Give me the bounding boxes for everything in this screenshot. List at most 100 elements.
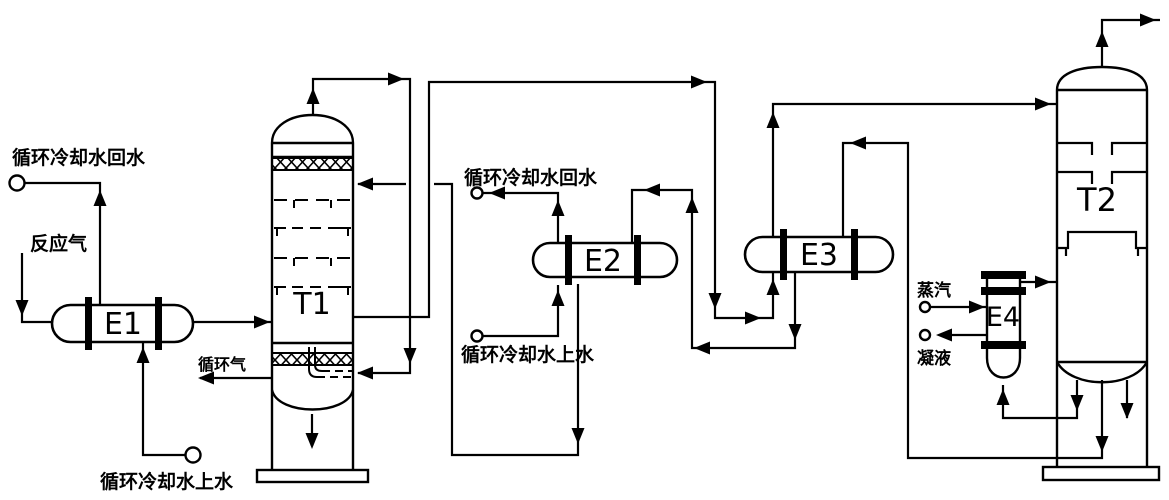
arrow-up-e2-cws xyxy=(551,290,565,306)
arrow-down-t2-sump-right xyxy=(1120,403,1134,419)
e2-baffle-right xyxy=(634,235,641,285)
arrow-up-t2-top xyxy=(1095,31,1109,47)
arrow-left-into-t1-bottom xyxy=(357,366,373,380)
arrowheads xyxy=(15,13,1156,452)
arrow-right-e3-cold-in xyxy=(745,311,761,325)
terminal-condensate xyxy=(918,328,932,342)
label-e2-cooling-water-supply: 循环冷却水上水 xyxy=(461,343,595,366)
pipe-t2-overhead-out xyxy=(1100,18,1160,68)
pipe-e2-cooling-water-supply xyxy=(483,285,560,338)
arrow-down-t2-bottoms xyxy=(1095,436,1109,452)
pipe-e3-cold-out-to-t2 xyxy=(771,102,1057,237)
label-e1-cooling-water-supply: 循环冷却水上水 xyxy=(100,470,234,493)
t2-dome-top xyxy=(1055,65,1149,91)
pipe-t1-overhead-recycle xyxy=(311,77,412,375)
arrow-right-t2-feed xyxy=(1035,97,1051,111)
arrow-down-t2-sump-left xyxy=(1070,395,1084,411)
t2-tray-2 xyxy=(1057,170,1147,184)
label-e2-cooling-water-return: 循环冷却水回水 xyxy=(464,166,598,189)
label-t2: T2 xyxy=(1076,181,1117,219)
t2-chimney-tray xyxy=(1057,230,1147,256)
pipes xyxy=(20,18,1160,460)
pipe-t1-to-e3-cold-in xyxy=(353,80,775,320)
arrow-right-t2-overhead xyxy=(1140,13,1156,27)
arrow-up-e3-cold-in xyxy=(766,279,780,295)
label-e1: E1 xyxy=(104,307,142,342)
arrow-down-t1-loop xyxy=(403,348,417,364)
e2-baffle-left xyxy=(565,235,572,285)
pipe-t2-bottoms-to-e3-hot-in xyxy=(841,141,1104,460)
e1-baffle-right xyxy=(155,297,162,350)
tower-t2 xyxy=(1041,65,1161,482)
label-reaction-gas: 反应气 xyxy=(30,232,87,255)
tower-t1 xyxy=(255,113,370,484)
terminals xyxy=(8,174,932,464)
arrow-left-e3-hot-out xyxy=(694,341,710,355)
label-e1-cooling-water-return: 循环冷却水回水 xyxy=(12,146,146,169)
pipe-e1-cooling-water-return xyxy=(24,181,102,305)
label-e4: E4 xyxy=(986,302,1020,333)
pipe-e2-hot-out-to-t1-a xyxy=(434,182,580,457)
terminal-e2-cwr xyxy=(470,186,484,200)
t1-tray-2-brackets xyxy=(276,227,349,236)
arrow-up-e4-feed xyxy=(996,389,1010,405)
terminal-steam xyxy=(918,300,932,314)
e1-baffle-left xyxy=(85,297,92,350)
arrow-up-e3-cold-out xyxy=(766,112,780,128)
t2-sump-dish xyxy=(1055,361,1149,384)
t2-base-plate xyxy=(1041,465,1161,482)
t1-tray-3-hooks xyxy=(293,258,332,266)
arrow-down-e3-hot-out xyxy=(788,324,802,340)
equipment-labels: E1 E2 E3 E4 T1 T2 xyxy=(104,181,1117,342)
exchanger-e4 xyxy=(981,271,1026,379)
e4-bottom-cap xyxy=(985,357,1022,379)
arrow-right-steam xyxy=(969,300,985,314)
t1-trays xyxy=(274,199,351,295)
t1-riser-outer xyxy=(308,347,318,378)
arrow-left-e2-hot-in xyxy=(644,183,660,197)
e4-tubesheet-bottom xyxy=(981,341,1026,349)
arrow-right-e1-out xyxy=(254,315,270,329)
label-steam: 蒸汽 xyxy=(917,280,951,301)
e3-baffle-left xyxy=(780,229,787,280)
stream-labels: 循环冷却水回水 反应气 循环冷却水上水 循环气 循环冷却水回水 循环冷却水上水 … xyxy=(12,146,951,493)
t1-tray-1-hooks xyxy=(293,200,332,208)
terminal-e1-cws xyxy=(184,446,202,464)
t1-tray-4-brackets xyxy=(276,286,349,295)
arrow-up-e1-cwr xyxy=(93,190,107,206)
exchanger-e3 xyxy=(743,229,895,280)
t1-dome-top xyxy=(270,113,355,144)
arrow-right-e4-vapor xyxy=(1035,275,1051,289)
pipe-e2-cooling-water-return xyxy=(483,191,560,243)
arrow-left-e3-hot-in xyxy=(850,136,866,150)
t1-bottom-dish xyxy=(270,389,355,411)
arrow-up-e2-cwr xyxy=(551,200,565,216)
exchanger-e1 xyxy=(50,297,195,350)
terminal-e1-cwr xyxy=(8,174,26,192)
arrow-left-condensate xyxy=(936,328,952,342)
label-condensate: 凝液 xyxy=(917,348,951,369)
arrow-left-into-t1-mid xyxy=(357,177,373,191)
pipe-t2-sump-to-e4 xyxy=(1001,380,1079,420)
arrow-down-reaction-gas xyxy=(15,300,29,316)
e3-baffle-right xyxy=(851,229,858,280)
arrow-up-e1-cws xyxy=(136,347,150,363)
arrow-down-t1-e3 xyxy=(708,293,722,309)
arrow-up-t1-top xyxy=(306,88,320,104)
t1-riser-inner xyxy=(314,347,323,372)
terminal-e2-cws xyxy=(470,329,484,343)
arrow-right-t1-loop xyxy=(388,72,404,86)
t2-tray-1 xyxy=(1057,141,1147,155)
label-t1: T1 xyxy=(292,287,330,322)
label-e2: E2 xyxy=(584,244,622,279)
exchanger-e2 xyxy=(531,235,679,285)
label-recycle-gas: 循环气 xyxy=(198,355,246,374)
e4-tubesheet-top xyxy=(981,287,1026,295)
t1-internal-riser xyxy=(308,347,352,378)
arrow-down-e2-hot-out xyxy=(571,428,585,444)
t1-packing-bottom xyxy=(271,352,354,366)
t1-packing-top xyxy=(271,157,354,171)
t1-base-plate xyxy=(255,468,370,484)
